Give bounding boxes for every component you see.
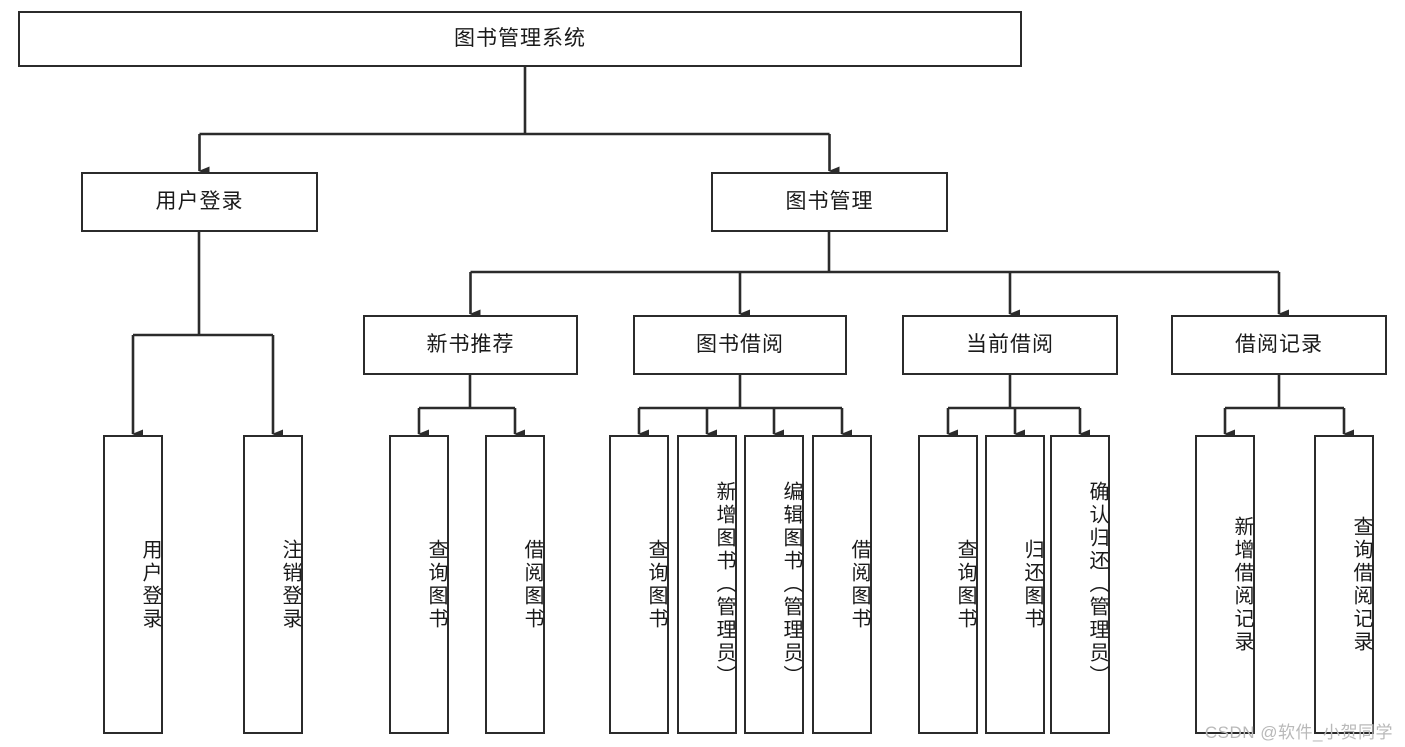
node-label: 查询图书: [645, 538, 667, 631]
node-label: 查询图书: [954, 538, 976, 631]
node-book-management[interactable]: 图书管理: [711, 172, 948, 232]
node-label: 确认归还（管理员）: [1086, 481, 1108, 688]
node-leaf-query-borrow-record[interactable]: 查询借阅记录: [1314, 435, 1374, 734]
node-label: 查询图书: [425, 538, 447, 631]
node-label: 图书管理系统: [454, 26, 586, 50]
node-label: 注销登录: [279, 538, 301, 631]
node-current-borrow[interactable]: 当前借阅: [902, 315, 1118, 375]
node-label: 借阅图书: [848, 538, 870, 631]
node-label: 编辑图书（管理员）: [780, 481, 802, 688]
node-label: 借阅记录: [1235, 332, 1323, 356]
node-book-borrow[interactable]: 图书借阅: [633, 315, 847, 375]
node-root[interactable]: 图书管理系统: [18, 11, 1022, 67]
node-label: 当前借阅: [966, 332, 1054, 356]
connector-lines: [131, 67, 1354, 439]
node-leaf-logout[interactable]: 注销登录: [243, 435, 303, 734]
node-label: 新增借阅记录: [1231, 515, 1253, 654]
node-leaf-edit-book[interactable]: 编辑图书（管理员）: [744, 435, 804, 734]
node-leaf-query-book-current[interactable]: 查询图书: [918, 435, 978, 734]
node-leaf-user-login[interactable]: 用户登录: [103, 435, 163, 734]
node-label: 新增图书（管理员）: [713, 481, 735, 688]
node-leaf-query-book-recommend[interactable]: 查询图书: [389, 435, 449, 734]
node-label: 查询借阅记录: [1350, 515, 1372, 654]
node-label: 新书推荐: [426, 332, 515, 356]
node-label: 用户登录: [139, 538, 161, 631]
node-leaf-borrow-book[interactable]: 借阅图书: [812, 435, 872, 734]
node-leaf-add-borrow-record[interactable]: 新增借阅记录: [1195, 435, 1255, 734]
node-user-login[interactable]: 用户登录: [81, 172, 318, 232]
node-borrow-record[interactable]: 借阅记录: [1171, 315, 1387, 375]
node-label: 图书管理: [785, 189, 874, 213]
node-label: 用户登录: [155, 189, 244, 213]
node-label: 归还图书: [1021, 538, 1043, 631]
node-leaf-add-book[interactable]: 新增图书（管理员）: [677, 435, 737, 734]
node-leaf-query-book-borrow[interactable]: 查询图书: [609, 435, 669, 734]
node-label: 借阅图书: [521, 538, 543, 631]
node-leaf-return-book[interactable]: 归还图书: [985, 435, 1045, 734]
node-label: 图书借阅: [696, 332, 784, 356]
node-leaf-confirm-return[interactable]: 确认归还（管理员）: [1050, 435, 1110, 734]
node-leaf-borrow-book-recommend[interactable]: 借阅图书: [485, 435, 545, 734]
node-new-book-recommend[interactable]: 新书推荐: [363, 315, 578, 375]
